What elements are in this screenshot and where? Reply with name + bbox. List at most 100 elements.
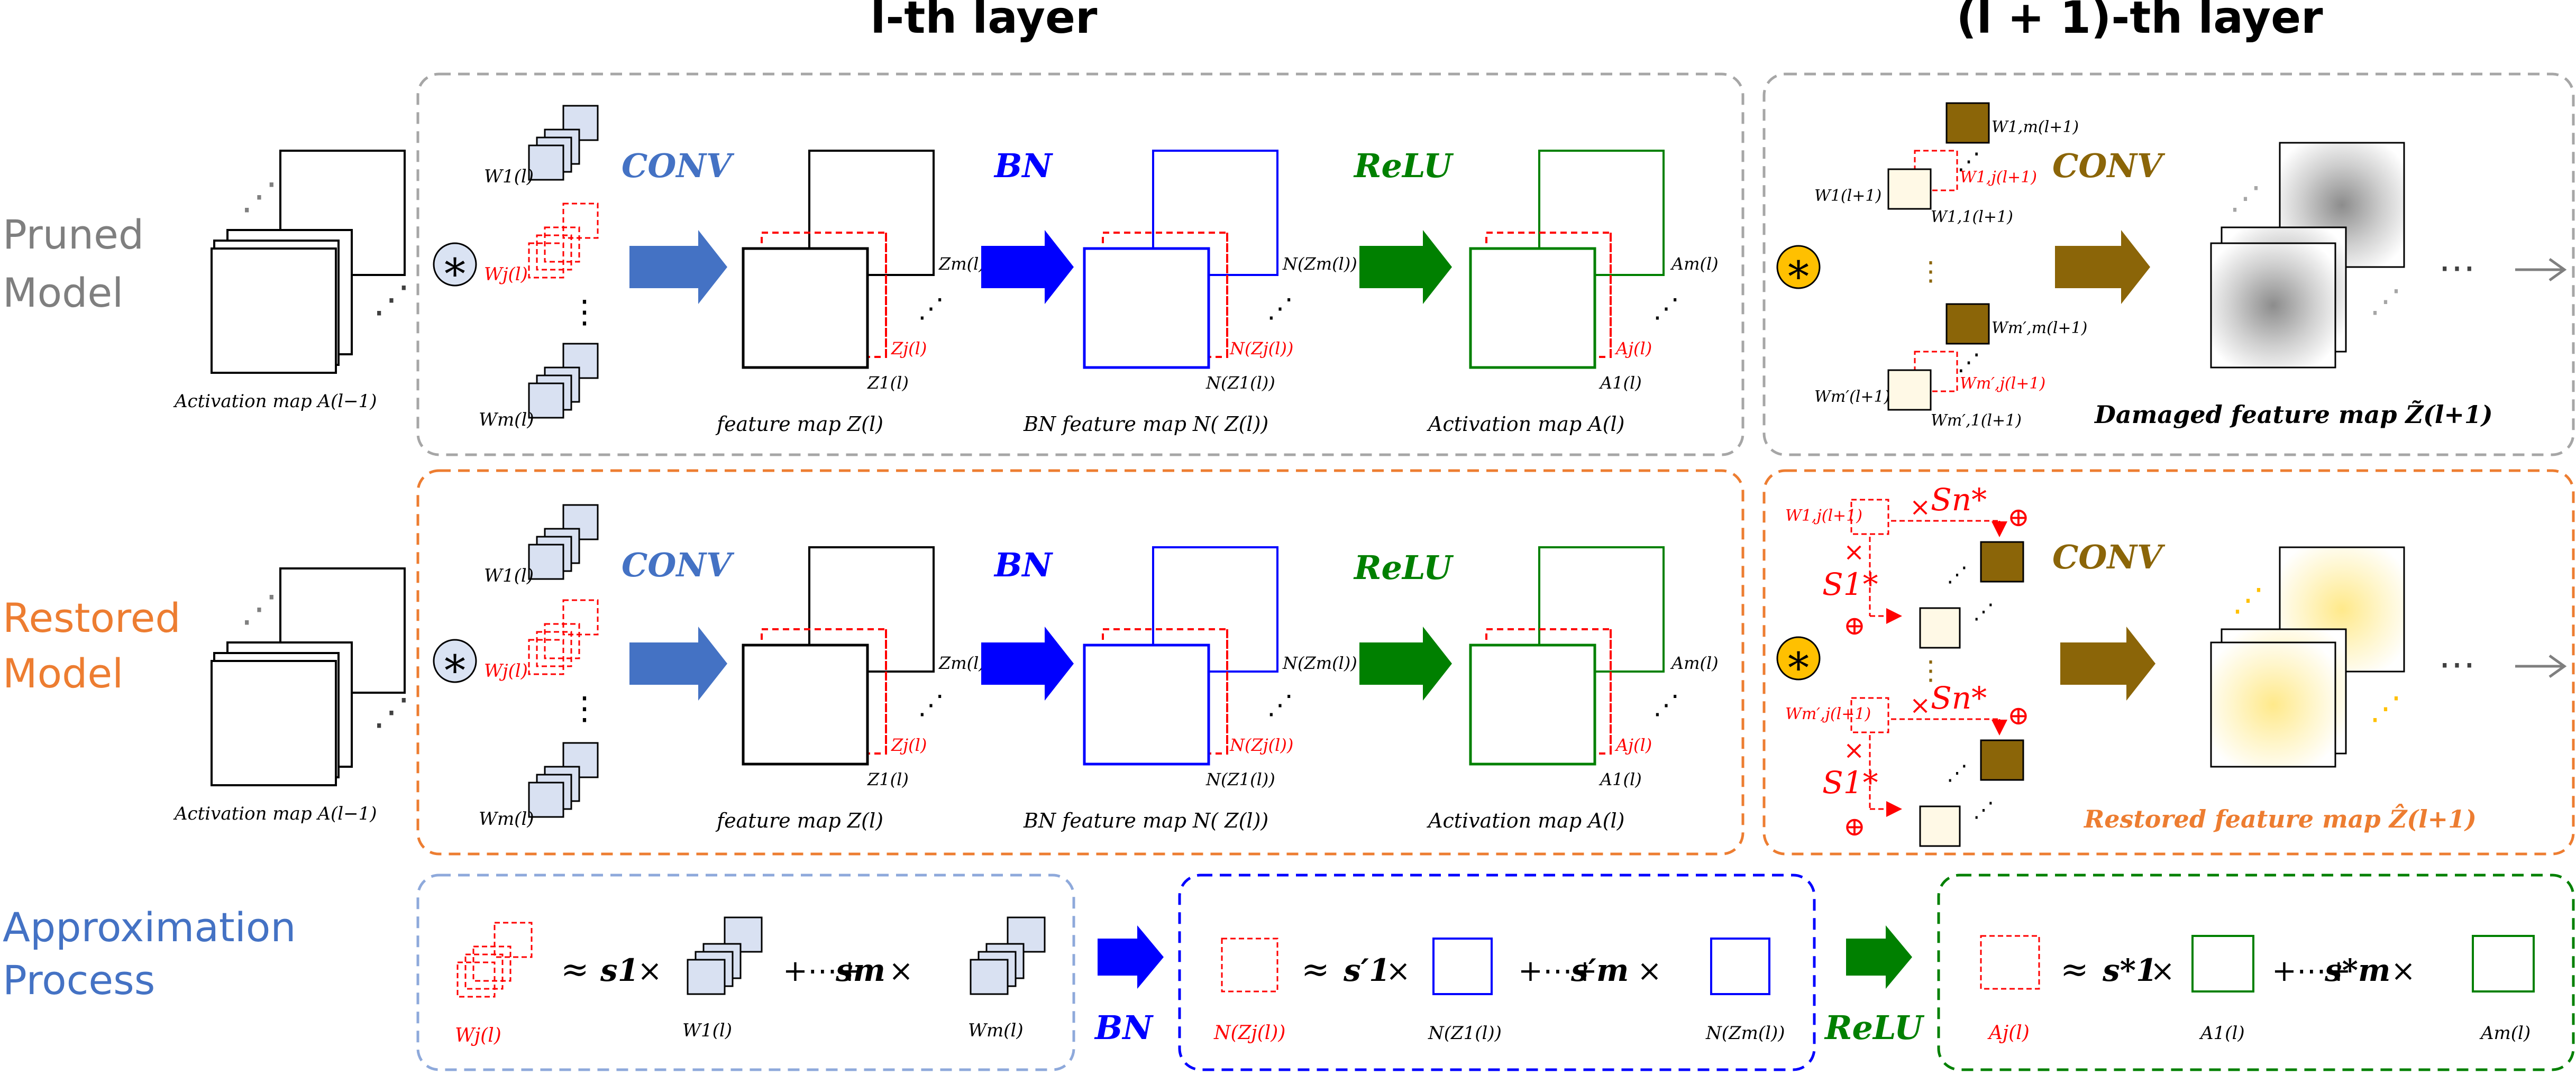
input-activation-stack (211, 567, 406, 786)
coef-s1s: s*1 (2102, 952, 2157, 988)
panel-restored-l1 (1762, 469, 2575, 856)
panel-pruned-l1 (1762, 72, 2575, 456)
conv-next-label: CONV (2052, 146, 2166, 185)
conv-next-arrow-icon (2060, 627, 2155, 701)
row-label-approx: Approximation Process (3, 904, 309, 1004)
label-wj: Wj(l) (455, 1025, 501, 1046)
label-w1: W1(l) (682, 1020, 732, 1041)
label-wm: Wm(l) (479, 808, 534, 830)
label-zm: Zm(l) (938, 653, 985, 673)
row-label-approx-line2: Process (3, 957, 155, 1004)
label-wm: Wm(l) (479, 409, 534, 430)
dots-icon: ⋰ (918, 293, 944, 324)
label-wmp-next: Wm′(l+1) (1814, 388, 1890, 406)
filter-w1m-next (1945, 102, 1990, 144)
row-label-approx-line1: Approximation (3, 904, 296, 951)
label-s1: S1* (1822, 566, 1878, 602)
oplus-icon: ⊕ (2007, 700, 2030, 731)
feature-map-label: feature map Z(l) (715, 412, 883, 436)
approx-symbol: ≈ (561, 950, 589, 989)
label-w11-next: W1,1(l+1) (1931, 208, 2013, 226)
bn-label: BN (1094, 1008, 1154, 1047)
label-w1: W1(l) (484, 166, 534, 187)
label-z1: Z1(l) (867, 373, 909, 393)
row-label-restored-line2: Model (3, 650, 123, 697)
dots-icon: ⋰ (241, 587, 278, 630)
dots-icon: ⋰ (1653, 293, 1679, 324)
conv-label: CONV (622, 546, 735, 584)
restored-row: ⋰ ⋰ Activation map A(l−1) ∗ W1(l) Wj(l) … (173, 482, 2567, 847)
dots-icon: ⋰ (1957, 148, 1980, 175)
feature-map-z1 (742, 644, 869, 766)
restored-map-front (2210, 641, 2336, 768)
act-map-a1 (1469, 247, 1596, 369)
label-am: Am(l) (2479, 1023, 2531, 1044)
plus-dots: +⋯+ (783, 954, 862, 988)
bn-arrow-icon (981, 230, 1074, 304)
times-symbol: × (1386, 954, 1411, 988)
filter-w1-icon (528, 504, 599, 580)
input-activation-label: Activation map A(l−1) (173, 391, 377, 412)
bn-label: BN (993, 146, 1053, 185)
label-nzm: N(Zm(l)) (1282, 254, 1357, 274)
label-nzj: N(Zj(l)) (1229, 338, 1293, 359)
oplus-icon: ⊕ (1843, 610, 1866, 641)
dots-icon: ⋰ (1267, 293, 1293, 324)
bn-map-nz1 (1083, 247, 1210, 369)
restored-map-label: Restored feature map Ẑ(l+1) (2083, 803, 2477, 833)
bn-arrow-icon (1098, 925, 1164, 989)
header-l1-layer: (l + 1)-th layer (1957, 0, 2324, 43)
conv-label: CONV (622, 146, 735, 185)
approx-nzj-pruned (1221, 938, 1278, 993)
label-nzm: N(Zm(l)) (1282, 653, 1357, 673)
dots-icon: ⋰ (1267, 690, 1293, 720)
header-l-layer: l-th layer (871, 0, 1098, 43)
dots-icon: ⋰ (2230, 180, 2261, 217)
convolution-operator-symbol: ∗ (441, 638, 469, 687)
coef-smp: s′m (1570, 952, 1629, 988)
bn-map-nz1 (1083, 644, 1210, 766)
times-symbol: × (1843, 537, 1865, 567)
damaged-map-label: Damaged feature map Z̃(l+1) (2094, 400, 2493, 429)
approx-a1 (2191, 935, 2254, 993)
dots-icon: ⋰ (241, 174, 278, 218)
relu-arrow-icon (1359, 627, 1452, 701)
input-activation-stack (211, 150, 406, 374)
label-wm: Wm(l) (968, 1020, 1024, 1041)
filter-w1-icon (528, 105, 599, 181)
dots-icon: ⋰ (1973, 798, 1994, 822)
approx-am (2472, 935, 2535, 993)
vdots-icon: ⋮ (569, 293, 600, 330)
filter-wmpm-next (1945, 303, 1990, 345)
convolution-operator-symbol: ∗ (1784, 635, 1813, 684)
approx-w1-icon (687, 916, 763, 995)
label-w1j-next: W1,j(l+1) (1960, 168, 2037, 187)
label-nzj: N(Zj(l)) (1229, 735, 1293, 755)
label-nzj: N(Zj(l)) (1213, 1022, 1285, 1044)
label-wmpj-next: Wm′,j(l+1) (1785, 705, 1871, 723)
act-map-a1 (1469, 644, 1596, 766)
filter-w1j-next-pruned (1850, 499, 1889, 535)
label-a1: A1(l) (2199, 1023, 2245, 1044)
label-z1: Z1(l) (867, 769, 909, 789)
dots-icon: ⋰ (2232, 582, 2264, 619)
convolution-operator-icon (433, 639, 477, 683)
filter-w11-next (1919, 607, 1961, 649)
label-w1j-next: W1,j(l+1) (1785, 507, 1862, 525)
ellipsis-icon: ⋯ (2438, 246, 2475, 289)
relu-label: ReLU (1353, 548, 1454, 587)
label-w1: W1(l) (484, 565, 534, 586)
dots-icon: ⋰ (1973, 600, 1994, 624)
row-label-restored: Restored Model (3, 594, 194, 697)
filter-wm-icon (528, 742, 599, 818)
dots-icon: ⋰ (1653, 690, 1679, 720)
filter-wm-icon (528, 343, 599, 419)
row-label-pruned-line1: Pruned (3, 211, 144, 258)
convolution-operator-icon (1776, 636, 1821, 681)
coef-s1p: s′1 (1343, 952, 1390, 988)
label-nz1: N(Z1(l)) (1205, 769, 1275, 789)
label-wj: Wj(l) (484, 660, 528, 682)
filter-wj-pruned-icon (528, 203, 599, 279)
vdots-icon: ⋮ (1917, 655, 1944, 686)
approx-nzm (1710, 938, 1770, 995)
